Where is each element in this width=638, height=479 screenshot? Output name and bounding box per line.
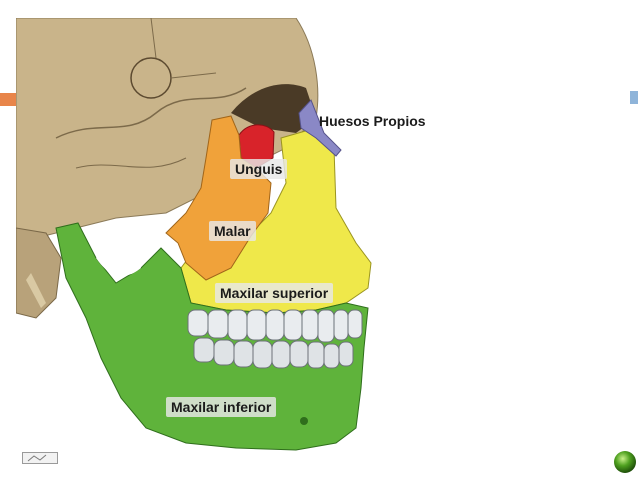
label-maxilar-superior: Maxilar superior	[215, 283, 334, 303]
green-orb-icon[interactable]	[613, 450, 637, 474]
styloid	[26, 273, 46, 308]
cranium-suture-3	[150, 18, 217, 79]
accent-bar-left	[0, 93, 18, 106]
upper-teeth	[187, 309, 363, 343]
cranium-suture-2	[75, 157, 187, 169]
huesos-propios-bone	[298, 99, 342, 157]
slide-thumbnail-icon[interactable]	[22, 452, 58, 464]
orbit-cavity	[231, 84, 316, 133]
cranium-suture	[55, 87, 247, 139]
label-huesos-propios: Huesos Propios	[319, 113, 426, 129]
label-unguis: Unguis	[230, 159, 288, 179]
mastoid	[16, 227, 62, 319]
skull-illustration	[16, 18, 372, 451]
mental-foramen	[300, 417, 308, 425]
label-malar: Malar	[209, 221, 256, 241]
cranium	[16, 18, 319, 239]
label-maxilar-inferior: Maxilar inferior	[166, 397, 277, 417]
mandible-notch	[96, 247, 141, 277]
lower-teeth	[193, 337, 354, 369]
accent-bar-right	[630, 91, 638, 104]
